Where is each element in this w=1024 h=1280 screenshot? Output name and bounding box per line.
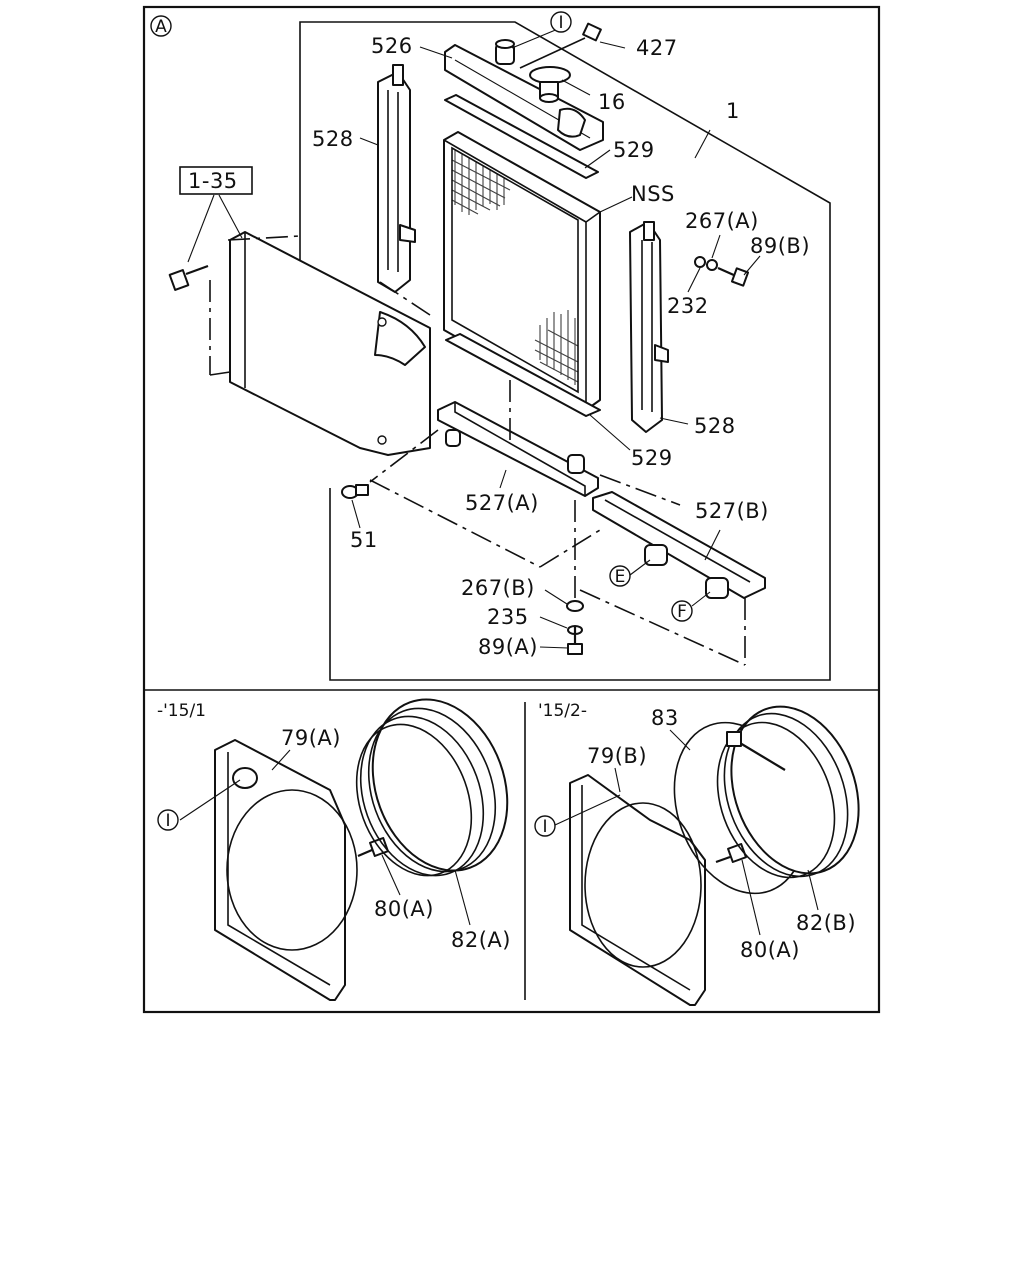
bolt-89A (567, 627, 583, 655)
outer-frame (142, 5, 881, 1014)
label-427: 427 (636, 36, 678, 60)
period-left: -'15/1 (157, 701, 206, 721)
fan-ring-82B (716, 705, 860, 879)
callout-I-left: I (157, 809, 179, 831)
svg-text:I: I (558, 13, 563, 33)
label-235: 235 (487, 605, 529, 629)
radiator-core (443, 131, 601, 411)
label-79B: 79(B) (587, 744, 647, 768)
bolt-1-35 (168, 264, 209, 291)
label-NSS: NSS (631, 182, 675, 206)
radiator-cap (529, 66, 571, 103)
label-232: 232 (667, 294, 709, 318)
label-89B: 89(B) (750, 234, 810, 258)
fan-shroud-79A (214, 739, 358, 1001)
label-51: 51 (350, 528, 378, 552)
bolt-89B (717, 266, 750, 287)
washer-267B (566, 600, 584, 612)
washer-232 (694, 256, 706, 268)
drain-cock (341, 484, 369, 499)
assembly-boundary-top (299, 21, 831, 681)
callout-A: A (150, 15, 172, 37)
label-box-1-35 (179, 166, 253, 195)
label-82A: 82(A) (451, 928, 511, 952)
label-80A-right: 80(A) (740, 938, 800, 962)
leader-lines-left (179, 749, 471, 926)
period-right: '15/2- (538, 701, 587, 721)
label-82B: 82(B) (796, 911, 856, 935)
side-bracket-right (629, 221, 669, 433)
alignment-lines (209, 235, 746, 666)
label-527B: 527(B) (695, 499, 769, 523)
label-1: 1 (726, 99, 740, 123)
label-528-top: 528 (312, 127, 354, 151)
seal-bottom (445, 333, 601, 417)
label-79A: 79(A) (281, 726, 341, 750)
svg-text:I: I (165, 811, 170, 831)
label-529-bottom: 529 (631, 446, 673, 470)
svg-text:F: F (677, 602, 687, 622)
callout-I-right: I (534, 815, 556, 837)
leader-lines-right (554, 729, 819, 936)
label-529-top: 529 (613, 138, 655, 162)
svg-text:I: I (542, 817, 547, 837)
lower-tank-527B (592, 491, 766, 599)
svg-text:E: E (615, 567, 626, 587)
bolt-427 (519, 22, 602, 69)
fan-ring-82A (355, 698, 509, 877)
washer-267A (706, 259, 718, 271)
callout-F: F (671, 600, 693, 622)
label-528-bottom: 528 (694, 414, 736, 438)
upper-tank (444, 44, 604, 151)
inlet-neck (495, 39, 515, 65)
intercooler (229, 231, 431, 456)
label-267B: 267(B) (461, 576, 535, 600)
bolt-80A-right (715, 843, 747, 864)
side-bracket-left (377, 64, 416, 293)
leader-lines (187, 23, 761, 649)
callout-E: E (609, 565, 631, 587)
clamp-bolt (726, 731, 786, 771)
label-83: 83 (651, 706, 679, 730)
label-16: 16 (598, 90, 626, 114)
svg-text:A: A (155, 17, 167, 37)
part-labels: 526 427 16 1 528 529 1-35 NSS 267(A) 89(… (157, 34, 856, 962)
label-1-35: 1-35 (188, 169, 238, 193)
label-527A: 527(A) (465, 491, 539, 515)
lower-tank-527A (437, 401, 599, 497)
label-80A-left: 80(A) (374, 897, 434, 921)
label-89A: 89(A) (478, 635, 538, 659)
seal-top (444, 94, 599, 179)
label-526: 526 (371, 34, 413, 58)
fan-shroud-79B (569, 774, 706, 1006)
label-267A: 267(A) (685, 209, 759, 233)
callout-I-top: I (550, 11, 572, 33)
